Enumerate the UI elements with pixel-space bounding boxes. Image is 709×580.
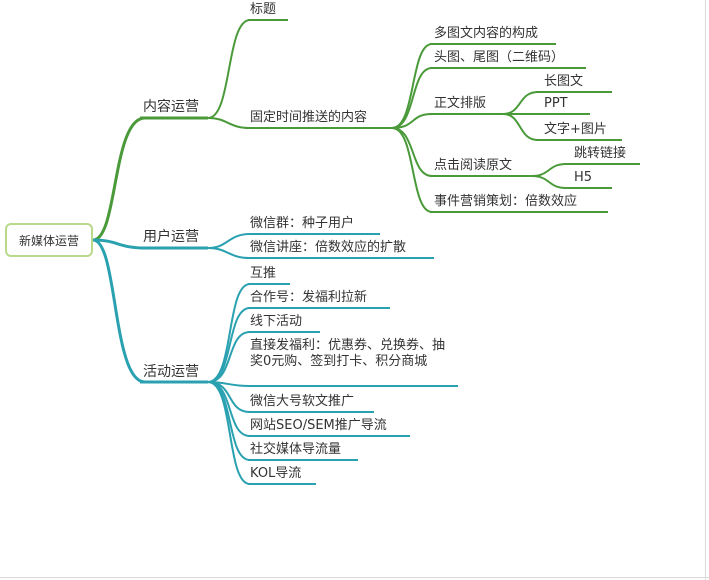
node-social-media[interactable]: 社交媒体导流量 [250, 442, 342, 457]
root-node[interactable]: 新媒体运营 [5, 223, 93, 257]
node-direct-welfare[interactable]: 直接发福利：优惠券、兑换券、抽奖0元购、签到打卡、积分商城 [250, 338, 446, 369]
connector-layout-textimg [502, 113, 539, 141]
branch-content[interactable]: 内容运营 [143, 99, 199, 115]
connector-layout-long [502, 91, 539, 115]
node-fixed-time[interactable]: 固定时间推送的内容 [250, 110, 368, 125]
branch-user[interactable]: 用户运营 [143, 229, 199, 245]
connector-fixed-layout [391, 113, 433, 129]
node-ppt[interactable]: PPT [544, 96, 568, 111]
node-title[interactable]: 标题 [250, 2, 277, 17]
node-partner[interactable]: 合作号：发福利拉新 [250, 290, 368, 305]
node-layout[interactable]: 正文排版 [434, 96, 487, 111]
node-seo-sem[interactable]: 网站SEO/SEM推广导流 [250, 418, 387, 433]
connector-act-social [207, 381, 251, 461]
connector-act-partner [207, 307, 251, 383]
connector-fixed-event [391, 127, 433, 213]
node-kol[interactable]: KOL导流 [250, 466, 302, 481]
node-text-image[interactable]: 文字+图片 [544, 122, 607, 137]
node-read-more[interactable]: 点击阅读原文 [434, 158, 513, 173]
node-long-image[interactable]: 长图文 [544, 74, 584, 89]
connector-user-group [207, 233, 251, 249]
root-label: 新媒体运营 [18, 233, 79, 248]
node-bigv-promo[interactable]: 微信大号软文推广 [250, 394, 355, 409]
node-jump-link[interactable]: 跳转链接 [574, 146, 627, 161]
connector-root-user [92, 238, 146, 250]
frame-bottom-border [0, 577, 709, 578]
branch-activity[interactable]: 活动运营 [143, 364, 199, 380]
connector-root-activity [92, 238, 146, 384]
connector-user-lecture [207, 247, 251, 259]
connector-content-title [207, 19, 251, 119]
connector-readmore-link [531, 163, 567, 177]
node-multi-article[interactable]: 多图文内容的构成 [434, 26, 539, 41]
node-offline[interactable]: 线下活动 [250, 314, 303, 329]
node-head-tail[interactable]: 头图、尾图（二维码） [434, 50, 565, 65]
node-h5[interactable]: H5 [574, 170, 593, 185]
node-mutual-promo[interactable]: 互推 [250, 266, 277, 281]
node-event-marketing[interactable]: 事件营销策划：倍数效应 [434, 194, 578, 209]
connector-act-offline [207, 331, 251, 383]
connector-readmore-h5 [531, 175, 567, 189]
node-wechat-group[interactable]: 微信群：种子用户 [250, 216, 355, 231]
frame-right-border [705, 0, 706, 580]
connector-fixed-head [391, 67, 433, 129]
node-wechat-lecture[interactable]: 微信讲座：倍数效应的扩散 [250, 240, 407, 255]
connector-root-content [92, 116, 146, 242]
connector-act-kol [207, 381, 251, 485]
connector-content-fixed [207, 117, 251, 129]
